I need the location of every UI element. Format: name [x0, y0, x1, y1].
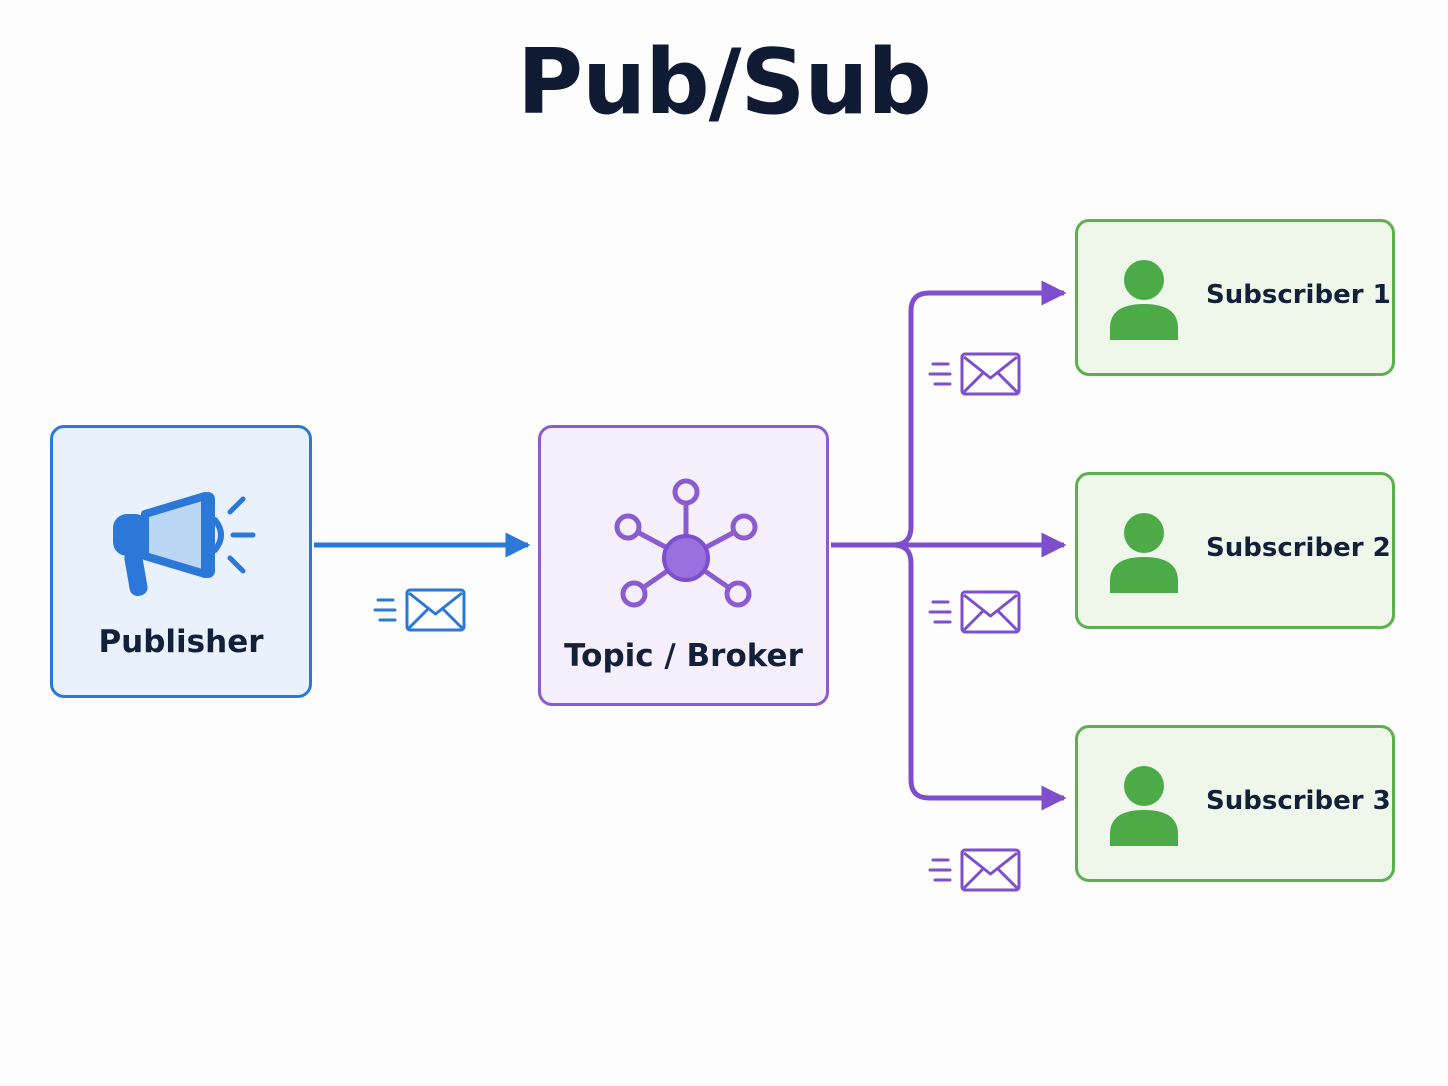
person-icon [1110, 766, 1178, 846]
subscriber-label-2: Subscriber 2 [1206, 533, 1391, 563]
subscriber-label-1: Subscriber 1 [1206, 280, 1391, 310]
megaphone-icon [113, 492, 256, 596]
person-icon [1110, 260, 1178, 340]
broker-label: Topic / Broker [564, 638, 803, 674]
envelope-icon [928, 352, 1021, 396]
subscriber-node-2: Subscriber 2 [1075, 472, 1395, 629]
broker-node: Topic / Broker [538, 425, 829, 706]
envelope-icon [928, 848, 1021, 892]
envelope-icon [373, 588, 466, 632]
hub-icon [614, 478, 758, 608]
subscriber-node-1: Subscriber 1 [1075, 219, 1395, 376]
publisher-label: Publisher [98, 624, 264, 660]
subscriber-label-3: Subscriber 3 [1206, 786, 1391, 816]
subscriber-node-3: Subscriber 3 [1075, 725, 1395, 882]
diagram-title: Pub/Sub [517, 30, 932, 135]
edge-broker-subscriber-1 [892, 280, 1067, 548]
envelope-icon [928, 590, 1021, 634]
edge-broker-subscriber-3 [892, 542, 1067, 811]
publisher-node: Publisher [50, 425, 312, 698]
person-icon [1110, 513, 1178, 593]
